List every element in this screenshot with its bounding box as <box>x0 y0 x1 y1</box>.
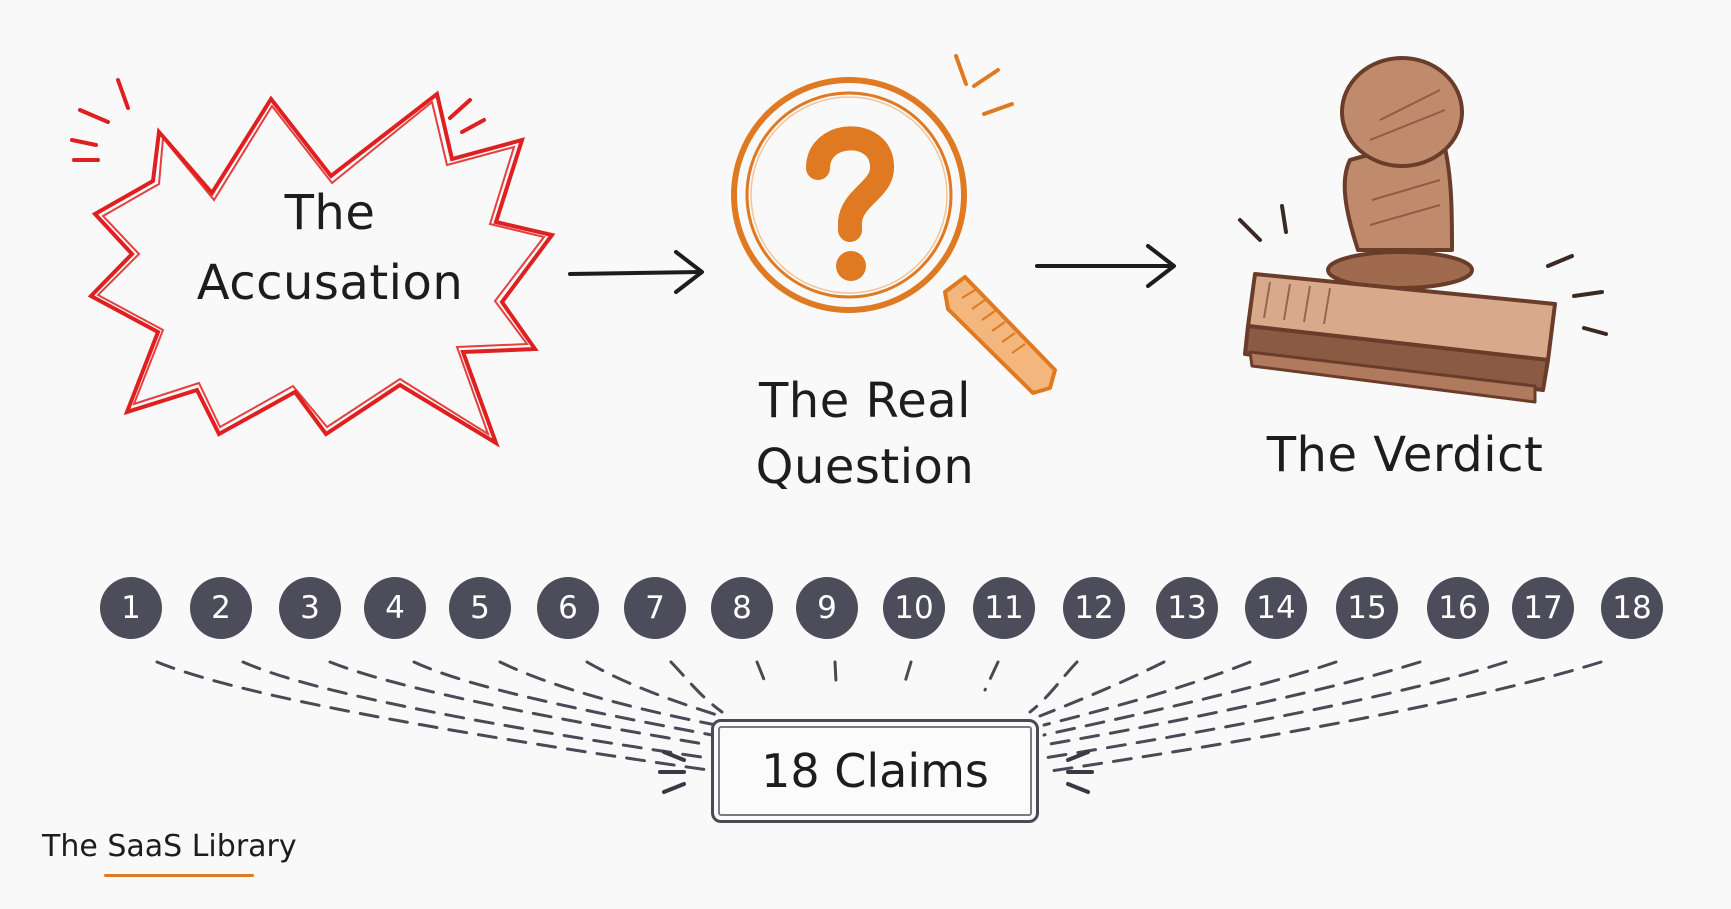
claim-badge: 13 <box>1156 577 1218 639</box>
rubber-stamp-icon <box>1238 56 1608 404</box>
explosion-burst-icon <box>70 78 556 448</box>
claims-summary-box: 18 Claims <box>711 719 1039 823</box>
step-accusation-label-line-1: The <box>284 185 376 241</box>
flow-arrow-icon <box>568 250 704 294</box>
magnifying-glass-question-icon <box>731 54 1057 395</box>
claim-badge: 14 <box>1245 577 1307 639</box>
claim-connector-lines <box>155 660 1603 774</box>
claim-badge: 10 <box>883 577 945 639</box>
step-real-question-label-line-2: Question <box>755 439 975 495</box>
claim-badge: 12 <box>1063 577 1125 639</box>
emphasis-ticks <box>658 750 1094 794</box>
claim-badge: 6 <box>537 577 599 639</box>
brand-underline <box>104 874 254 877</box>
claim-badge: 16 <box>1427 577 1489 639</box>
claim-badge: 7 <box>624 577 686 639</box>
claim-badge: 1 <box>100 577 162 639</box>
claim-badge: 5 <box>449 577 511 639</box>
claim-badge: 8 <box>711 577 773 639</box>
step-verdict-label: The Verdict <box>1240 422 1570 488</box>
step-verdict-label-line-1: The Verdict <box>1266 427 1544 483</box>
step-real-question-label-line-1: The Real <box>758 373 971 429</box>
step-real-question-label: The Real Question <box>735 368 995 500</box>
step-accusation-label-line-2: Accusation <box>196 255 464 311</box>
flow-arrow-icon <box>1035 244 1176 288</box>
step-accusation-label: The Accusation <box>165 178 495 318</box>
claim-badge: 15 <box>1336 577 1398 639</box>
claim-badge: 4 <box>364 577 426 639</box>
claim-badge: 9 <box>796 577 858 639</box>
claim-badge: 11 <box>973 577 1035 639</box>
claim-badge: 17 <box>1512 577 1574 639</box>
claim-badge: 18 <box>1601 577 1663 639</box>
claim-badge: 3 <box>279 577 341 639</box>
claim-badge: 2 <box>190 577 252 639</box>
brand-logo-text: The SaaS Library <box>42 829 297 864</box>
